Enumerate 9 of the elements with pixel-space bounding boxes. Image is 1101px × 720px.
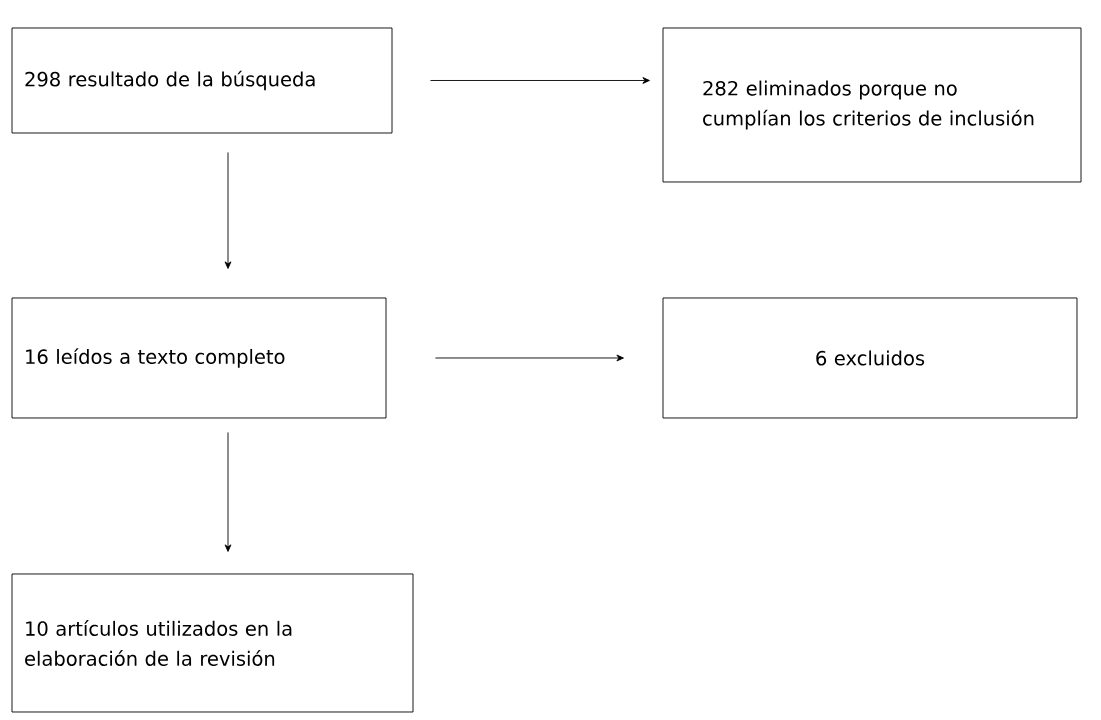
process-box: 16 leídos a texto completo [11,297,387,419]
process-box: 6 excluidos [662,297,1078,419]
arrow [224,152,232,269]
arrow [435,354,624,362]
process-box: 298 resultado de la búsqueda [11,27,393,134]
process-box: 282 eliminados porque no cumplían los criterios de inclusión [662,27,1082,183]
arrow [224,432,232,552]
process-box: 10 artículos utilizados en la elaboración de la revisión [11,573,414,713]
arrow [430,77,650,84]
